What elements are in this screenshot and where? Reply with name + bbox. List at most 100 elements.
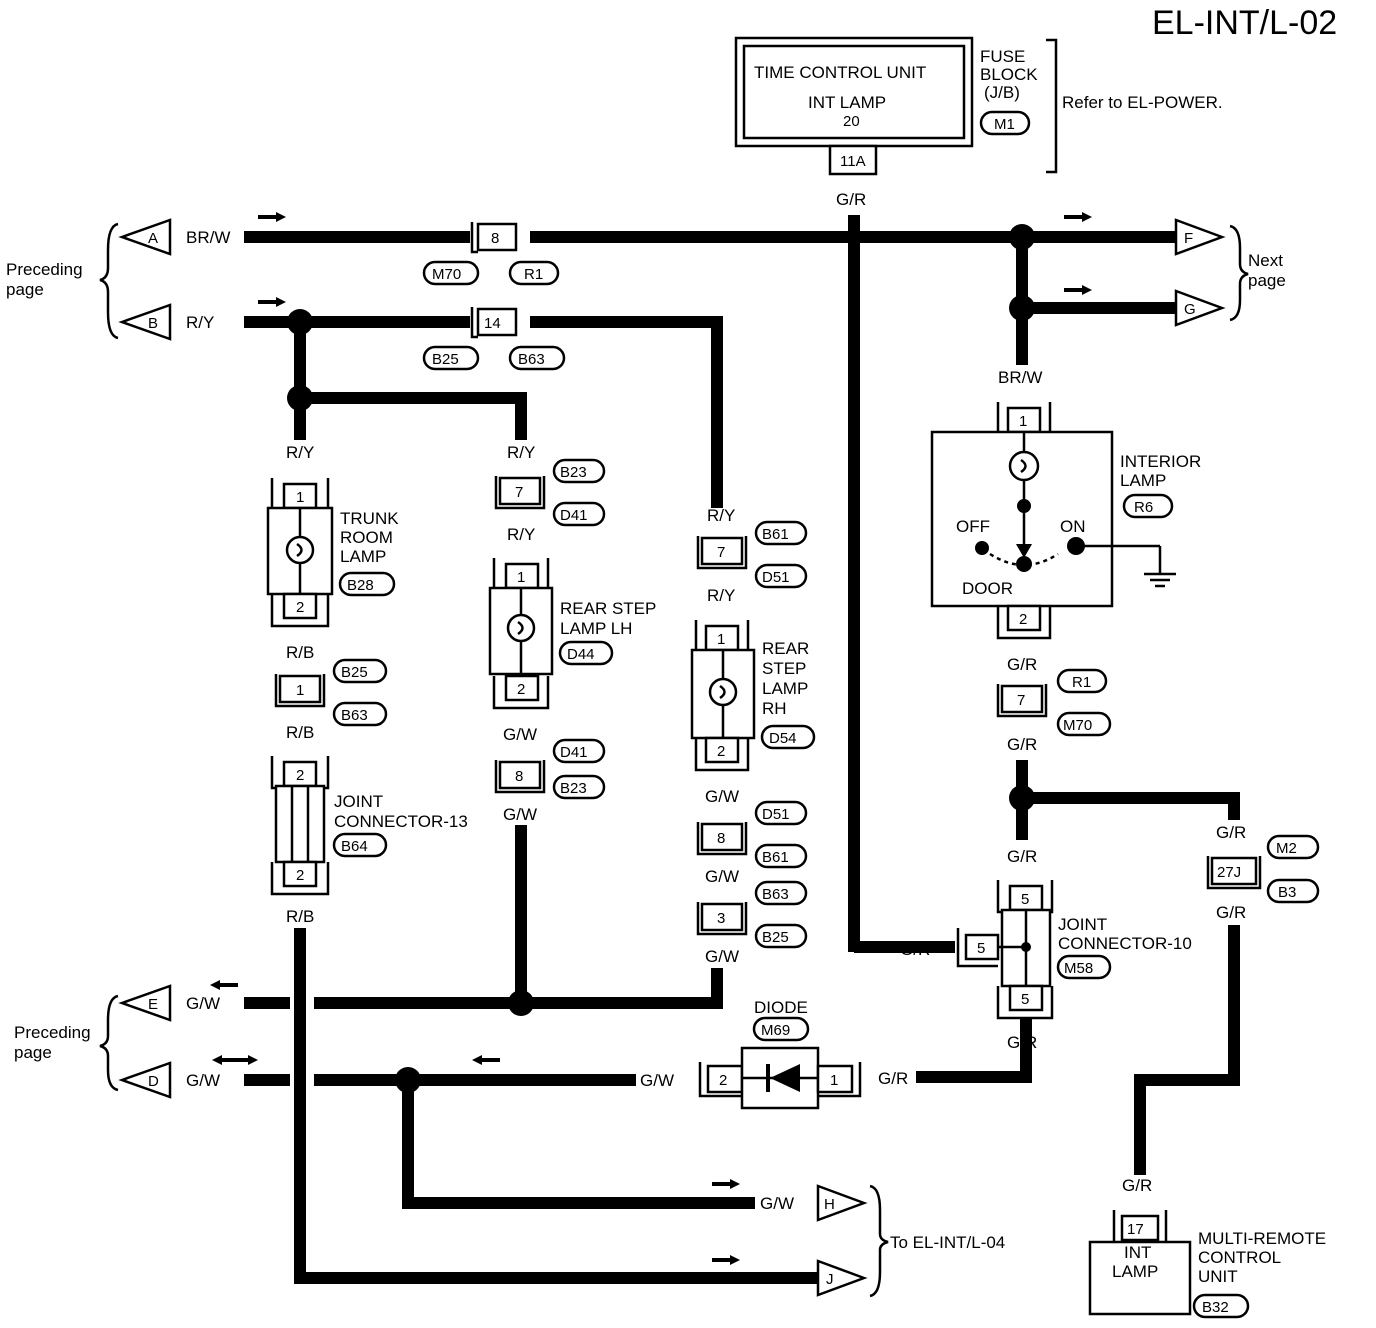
svg-text:7: 7 (515, 484, 523, 501)
svg-text:REAR STEP: REAR STEP (560, 599, 656, 618)
diode: DIODE 2 1 (698, 998, 862, 1110)
svg-text:R/Y: R/Y (507, 443, 535, 462)
svg-text:ON: ON (1060, 517, 1086, 536)
flag-g: G (1174, 289, 1226, 327)
svg-text:B3: B3 (1278, 884, 1296, 901)
svg-text:2: 2 (517, 681, 525, 698)
svg-text:G/R: G/R (1007, 847, 1037, 866)
connector-ids: M70 R1 B25 B63 B23 D41 B61 D51 B28 D44 D… (332, 260, 1320, 1319)
page-brackets: Preceding page Preceding page Next page … (6, 222, 1286, 1298)
svg-text:G/R: G/R (1216, 903, 1246, 922)
svg-text:1: 1 (1019, 413, 1027, 430)
svg-text:M2: M2 (1276, 840, 1297, 857)
svg-text:R6: R6 (1134, 499, 1153, 516)
time-control-unit-label: TIME CONTROL UNIT (754, 63, 926, 82)
fuse-block-label-2: BLOCK (980, 65, 1038, 84)
preceding-page-bottom: Preceding (14, 1023, 91, 1042)
svg-text:D51: D51 (762, 806, 790, 823)
svg-text:G/W: G/W (186, 1071, 220, 1090)
svg-text:H: H (824, 1196, 835, 1213)
svg-text:1: 1 (717, 631, 725, 648)
svg-text:B25: B25 (341, 664, 368, 681)
svg-text:G/W: G/W (760, 1194, 794, 1213)
wires (244, 215, 1240, 1284)
svg-text:G/W: G/W (640, 1071, 674, 1090)
svg-text:TRUNK: TRUNK (340, 509, 399, 528)
svg-text:D41: D41 (560, 744, 588, 761)
svg-text:F: F (1184, 230, 1193, 247)
rear-step-lamp-rh: 1 2 REAR STEP LAMP RH (690, 620, 809, 772)
svg-text:G/W: G/W (705, 787, 739, 806)
svg-text:CONNECTOR-13: CONNECTOR-13 (334, 812, 468, 831)
svg-text:OFF: OFF (956, 517, 990, 536)
svg-text:5: 5 (977, 940, 985, 957)
svg-text:INTERIOR: INTERIOR (1120, 452, 1201, 471)
svg-text:LAMP: LAMP (1120, 471, 1166, 490)
svg-text:B32: B32 (1202, 1299, 1229, 1316)
svg-text:page: page (14, 1043, 52, 1062)
svg-text:B61: B61 (762, 849, 789, 866)
svg-text:LAMP LH: LAMP LH (560, 619, 632, 638)
svg-text:D51: D51 (762, 569, 790, 586)
svg-text:2: 2 (296, 599, 304, 616)
junction-dots (287, 224, 1035, 1093)
preceding-page-top: Preceding (6, 260, 83, 279)
flag-f: F (1174, 218, 1226, 256)
svg-text:M70: M70 (432, 266, 461, 283)
svg-text:5: 5 (1021, 991, 1029, 1008)
svg-text:D41: D41 (560, 507, 588, 524)
page-id: EL-INT/L-02 (1152, 4, 1337, 42)
svg-text:B25: B25 (432, 351, 459, 368)
svg-text:REAR: REAR (762, 639, 809, 658)
svg-text:G/W: G/W (186, 994, 220, 1013)
fuse-terminal: 11A (840, 153, 866, 170)
svg-text:LAMP: LAMP (1112, 1262, 1158, 1281)
svg-text:8: 8 (717, 830, 725, 847)
svg-text:1: 1 (517, 569, 525, 586)
svg-text:BR/W: BR/W (1104, 299, 1148, 318)
svg-text:R/Y: R/Y (286, 443, 314, 462)
to-el-int-l04: To EL-INT/L-04 (890, 1233, 1005, 1252)
svg-text:JOINT: JOINT (334, 792, 383, 811)
svg-text:R/Y: R/Y (420, 313, 448, 332)
svg-text:INT: INT (1124, 1243, 1151, 1262)
svg-text:RH: RH (762, 699, 787, 718)
fuse-block-label-1: FUSE (980, 47, 1025, 66)
direction-arrows (210, 212, 1092, 1265)
svg-text:2: 2 (717, 743, 725, 760)
wire-label-gr-fuse: G/R (836, 190, 866, 209)
svg-text:B61: B61 (762, 526, 789, 543)
svg-text:1: 1 (296, 489, 304, 506)
svg-text:CONNECTOR-10: CONNECTOR-10 (1058, 934, 1192, 953)
svg-text:2: 2 (1019, 611, 1027, 628)
flag-h: H (816, 1184, 868, 1222)
svg-text:G/W: G/W (705, 867, 739, 886)
svg-text:B64: B64 (341, 838, 368, 855)
svg-text:B63: B63 (341, 707, 368, 724)
svg-text:E: E (148, 996, 158, 1013)
svg-text:G/R: G/R (1216, 823, 1246, 842)
fuse-block: TIME CONTROL UNIT INT LAMP 20 11A FUSE B… (734, 36, 1223, 176)
svg-text:DIODE: DIODE (754, 998, 808, 1017)
svg-text:G/R: G/R (1007, 735, 1037, 754)
flag-e: E (118, 984, 172, 1022)
svg-text:B63: B63 (762, 886, 789, 903)
svg-text:B28: B28 (347, 577, 374, 594)
svg-text:2: 2 (296, 767, 304, 784)
svg-text:R1: R1 (524, 266, 543, 283)
svg-text:D44: D44 (567, 646, 595, 663)
svg-text:B25: B25 (762, 929, 789, 946)
svg-text:R/B: R/B (766, 1269, 794, 1288)
svg-text:LAMP: LAMP (340, 547, 386, 566)
svg-text:14: 14 (484, 315, 501, 332)
svg-text:R1: R1 (1072, 674, 1091, 691)
svg-text:BR/W: BR/W (402, 228, 446, 247)
svg-text:7: 7 (1017, 692, 1025, 709)
svg-text:B63: B63 (518, 351, 545, 368)
inline-connectors: 8 14 7 7 1 8 8 3 7 27J (274, 222, 1262, 936)
svg-text:1: 1 (830, 1072, 838, 1089)
svg-text:G/R: G/R (1007, 1033, 1037, 1052)
svg-text:BR/W: BR/W (534, 228, 578, 247)
svg-text:R/Y: R/Y (707, 506, 735, 525)
